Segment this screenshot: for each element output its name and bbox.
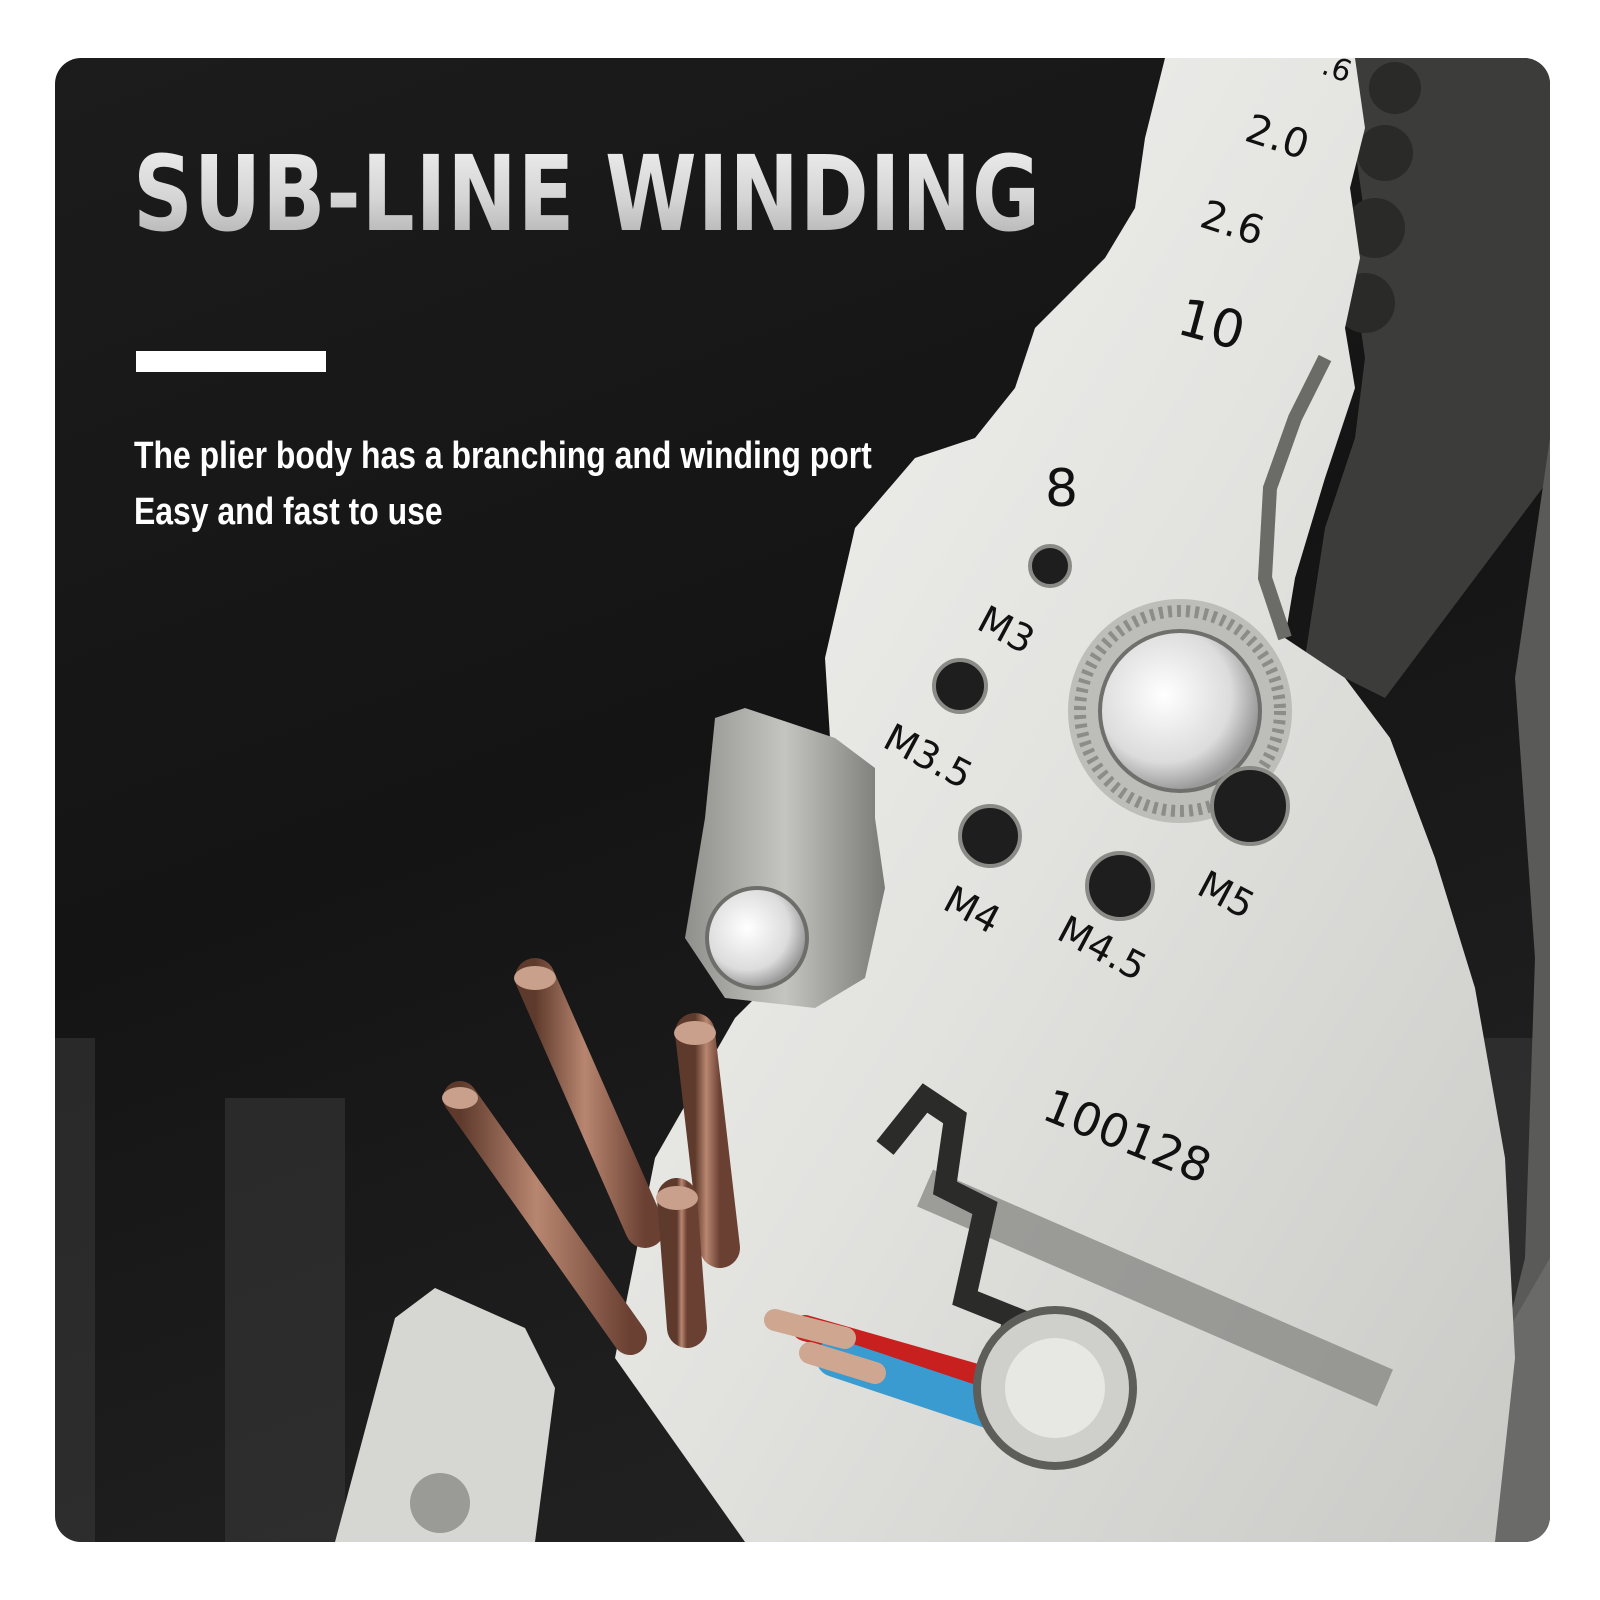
copper-wires <box>442 958 740 1355</box>
product-card: .6 2.0 2.6 10 8 M3 M3.5 M4 M4.5 M5 10012… <box>55 58 1550 1542</box>
headline: SUB-LINE WINDING <box>133 133 1041 255</box>
electrical-cable <box>764 1306 1137 1470</box>
divider-bar <box>136 351 326 372</box>
thread-holes <box>932 544 1290 921</box>
description: The plier body has a branching and windi… <box>134 428 872 540</box>
lever-rivet <box>705 886 809 990</box>
pivot-rivet <box>1068 599 1292 823</box>
crimp-notches <box>876 1083 1029 1382</box>
plier-illustration: .6 2.0 2.6 10 8 M3 M3.5 M4 M4.5 M5 10012… <box>55 58 1550 1542</box>
stripping-notches <box>1257 354 1332 641</box>
plier-handle <box>1455 438 1550 1542</box>
description-line-1: The plier body has a branching and windi… <box>134 435 872 477</box>
gauge-8-label: 8 <box>1045 459 1078 519</box>
plier-grip <box>335 1288 555 1542</box>
description-line-2: Easy and fast to use <box>134 491 443 533</box>
